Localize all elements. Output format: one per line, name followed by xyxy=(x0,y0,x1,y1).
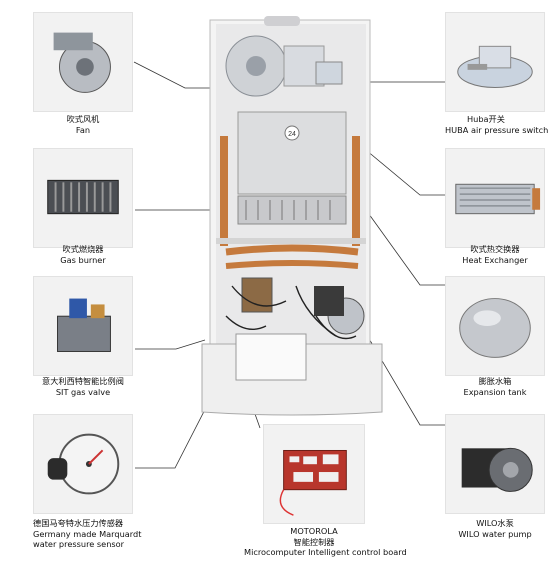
burner-thumbnail xyxy=(33,148,133,248)
huba-cn: Huba开关 xyxy=(467,114,505,124)
pump-thumbnail xyxy=(445,414,545,514)
burner-caption: 吹式燃烧器 Gas burner xyxy=(33,244,133,265)
expansion-tank-thumbnail xyxy=(445,276,545,376)
boiler-badge: 24 xyxy=(288,131,296,138)
huba-en: HUBA air pressure switch xyxy=(445,124,549,135)
valve-thumbnail xyxy=(33,276,133,376)
valve-en: SIT gas valve xyxy=(55,386,111,397)
control-board-brand: MOTOROLA xyxy=(290,526,338,536)
fan-en: Fan xyxy=(75,124,91,135)
combustion-chamber xyxy=(237,111,347,195)
heat-exchanger-thumbnail xyxy=(445,148,545,248)
huba-caption: Huba开关 HUBA air pressure switch xyxy=(445,114,550,135)
pump-caption: WILO水泵 WILO water pump xyxy=(445,518,545,539)
fan-thumbnail xyxy=(33,12,133,112)
pump-cn: WILO水泵 xyxy=(476,518,514,528)
valve-connector xyxy=(135,339,206,350)
control-board-en: Microcomputer Intelligent control board xyxy=(244,547,407,557)
sensor-thumbnail xyxy=(33,414,133,514)
fan-caption: 吹式风机 Fan xyxy=(33,114,133,135)
sensor-en-line2: water pressure sensor xyxy=(33,539,125,549)
sensor-caption: 德国马夸特水压力传感器 Germany made Marquardt water… xyxy=(33,518,173,550)
heat-exchanger-en: Heat Exchanger xyxy=(462,254,528,265)
burner-unit xyxy=(237,195,347,225)
heat-exchanger-cn: 吹式热交换器 xyxy=(470,244,520,254)
valve-cn: 意大利西特智能比例阀 xyxy=(42,376,124,386)
expansion-tank-caption: 膨胀水箱 Expansion tank xyxy=(445,376,545,397)
gas-valve-unit xyxy=(241,277,273,313)
huba-switch xyxy=(315,61,343,85)
boiler-cutaway-image: 24 xyxy=(196,16,388,418)
valve-caption: 意大利西特智能比例阀 SIT gas valve xyxy=(33,376,133,397)
sensor-en-line1: Germany made Marquardt xyxy=(33,528,142,539)
heat-exchanger-caption: 吹式热交换器 Heat Exchanger xyxy=(445,244,545,265)
sensor-cn: 德国马夸特水压力传感器 xyxy=(33,518,124,528)
control-board-cn: 智能控制器 xyxy=(293,536,335,547)
burner-en: Gas burner xyxy=(60,254,106,265)
expansion-tank-cn: 膨胀水箱 xyxy=(478,376,512,386)
burner-cn: 吹式燃烧器 xyxy=(62,244,104,254)
huba-thumbnail xyxy=(445,12,545,112)
fan-cn: 吹式风机 xyxy=(66,114,100,124)
control-board-thumbnail xyxy=(263,424,365,524)
expansion-tank-en: Expansion tank xyxy=(463,386,527,397)
control-board-caption: MOTOROLA 智能控制器 Microcomputer Intelligent… xyxy=(244,526,407,558)
pump-en: WILO water pump xyxy=(458,528,532,539)
